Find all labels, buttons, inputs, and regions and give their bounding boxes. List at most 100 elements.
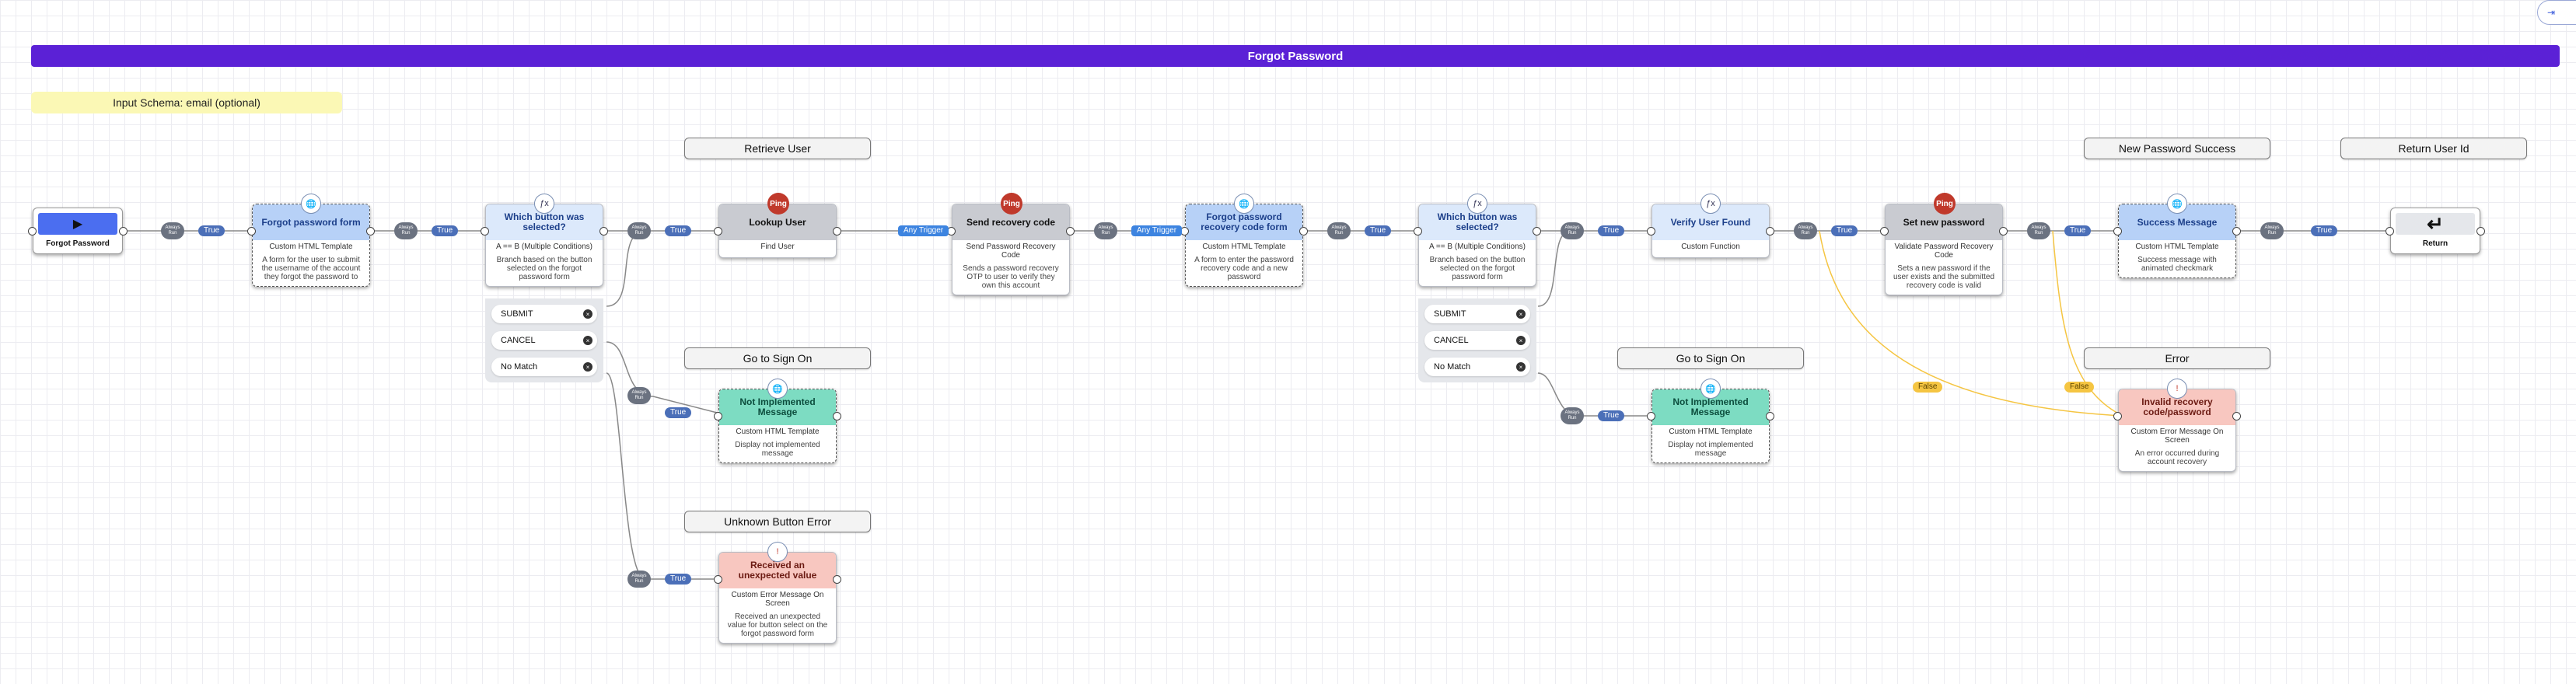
globe-icon: 🌐 <box>301 194 321 214</box>
true-chip[interactable]: True <box>1365 225 1392 236</box>
node-recovery-code-form[interactable]: Forgot password recovery code form Custo… <box>1185 204 1303 287</box>
true-chip[interactable]: True <box>665 407 692 418</box>
node-unexpected-value[interactable]: Received an unexpected value Custom Erro… <box>718 552 837 644</box>
true-chip[interactable]: True <box>198 225 225 236</box>
option-cancel[interactable]: CANCEL× <box>491 331 597 350</box>
node-description: Received an unexpected value for button … <box>727 612 828 638</box>
output-port[interactable] <box>1299 227 1308 236</box>
option-submit[interactable]: SUBMIT× <box>1424 305 1530 323</box>
group-label-new-password-success[interactable]: New Password Success <box>2084 138 2270 159</box>
output-port[interactable] <box>366 227 375 236</box>
output-port[interactable] <box>2232 227 2241 236</box>
input-port[interactable] <box>2113 412 2122 421</box>
node-success-message[interactable]: Success Message Custom HTML Template Suc… <box>2118 204 2236 278</box>
router-node[interactable]: Always Run <box>161 222 184 239</box>
branch-options-2: SUBMIT× CANCEL× No Match× <box>1418 298 1536 382</box>
router-node[interactable]: Always Run <box>1561 222 1584 239</box>
group-label-error[interactable]: Error <box>2084 347 2270 369</box>
output-port[interactable] <box>2476 227 2485 236</box>
return-node[interactable]: ↵ Return <box>2390 208 2480 254</box>
input-port[interactable] <box>28 227 37 236</box>
true-chip[interactable]: True <box>2311 225 2338 236</box>
group-label-unknown-button[interactable]: Unknown Button Error <box>684 511 871 532</box>
input-port[interactable] <box>714 575 722 584</box>
group-label-return-user-id[interactable]: Return User Id <box>2340 138 2527 159</box>
output-port[interactable] <box>833 227 841 236</box>
close-icon[interactable]: × <box>583 309 592 319</box>
close-icon[interactable]: × <box>1516 362 1526 372</box>
close-icon[interactable]: × <box>1516 309 1526 319</box>
node-not-implemented-2[interactable]: Not Implemented Message Custom HTML Temp… <box>1652 389 1770 463</box>
exit-icon: ⇥ <box>2547 7 2556 18</box>
node-which-button-2[interactable]: Which button was selected? A == B (Multi… <box>1418 204 1536 287</box>
true-chip[interactable]: True <box>665 225 692 236</box>
input-port[interactable] <box>2386 227 2394 236</box>
output-port[interactable] <box>599 227 608 236</box>
close-icon[interactable]: × <box>1516 336 1526 345</box>
router-node[interactable]: Always Run <box>2027 222 2050 239</box>
output-port[interactable] <box>1533 227 1541 236</box>
node-not-implemented-1[interactable]: Not Implemented Message Custom HTML Temp… <box>718 389 837 463</box>
input-port[interactable] <box>1647 412 1655 421</box>
input-port[interactable] <box>1647 227 1655 236</box>
close-icon[interactable]: × <box>583 336 592 345</box>
close-icon[interactable]: × <box>583 362 592 372</box>
router-node[interactable]: Always Run <box>2260 222 2284 239</box>
node-which-button-1[interactable]: Which button was selected? A == B (Multi… <box>485 204 603 287</box>
input-port[interactable] <box>714 227 722 236</box>
group-label-go-sign-on-2[interactable]: Go to Sign On <box>1617 347 1804 369</box>
node-forgot-password-form[interactable]: Forgot password form Custom HTML Templat… <box>252 204 370 287</box>
output-port[interactable] <box>833 575 841 584</box>
input-port[interactable] <box>1880 227 1889 236</box>
router-node[interactable]: Always Run <box>1561 407 1584 424</box>
option-no-match[interactable]: No Match × <box>491 358 597 376</box>
exit-button[interactable]: ⇥ <box>2537 0 2576 25</box>
start-node[interactable]: ▶ Forgot Password <box>33 208 123 254</box>
input-port[interactable] <box>2113 227 2122 236</box>
alert-icon: ! <box>2167 379 2187 399</box>
input-port[interactable] <box>481 227 489 236</box>
node-set-new-password[interactable]: Set new password Validate Password Recov… <box>1885 204 2003 295</box>
return-node-label: Return <box>2422 239 2448 248</box>
output-port[interactable] <box>1999 227 2008 236</box>
router-node[interactable]: Always Run <box>394 222 418 239</box>
output-port[interactable] <box>1066 227 1075 236</box>
group-label-retrieve-user[interactable]: Retrieve User <box>684 138 871 159</box>
router-node[interactable]: Always Run <box>627 387 651 404</box>
option-submit[interactable]: SUBMIT× <box>491 305 597 323</box>
router-node[interactable]: Always Run <box>1094 222 1117 239</box>
return-arrow-icon[interactable]: ↵ <box>2396 212 2475 236</box>
any-trigger-chip[interactable]: Any Trigger <box>1131 225 1183 236</box>
input-port[interactable] <box>1414 227 1422 236</box>
group-label-go-sign-on[interactable]: Go to Sign On <box>684 347 871 369</box>
true-chip[interactable]: True <box>1598 225 1625 236</box>
true-chip[interactable]: True <box>432 225 459 236</box>
router-node[interactable]: Always Run <box>1327 222 1351 239</box>
option-cancel[interactable]: CANCEL× <box>1424 331 1530 350</box>
true-chip[interactable]: True <box>1598 410 1625 421</box>
any-trigger-chip[interactable]: Any Trigger <box>898 225 949 236</box>
router-node[interactable]: Always Run <box>627 222 651 239</box>
output-port[interactable] <box>2232 412 2241 421</box>
output-port[interactable] <box>1766 412 1774 421</box>
input-port[interactable] <box>247 227 256 236</box>
false-chip[interactable]: False <box>2064 382 2095 393</box>
router-node[interactable]: Always Run <box>1794 222 1817 239</box>
router-node[interactable]: Always Run <box>627 571 651 588</box>
false-chip[interactable]: False <box>1913 382 1943 393</box>
output-port[interactable] <box>119 227 128 236</box>
output-port[interactable] <box>833 412 841 421</box>
node-subtitle: A == B (Multiple Conditions) <box>1429 243 1526 251</box>
input-port[interactable] <box>714 412 722 421</box>
output-port[interactable] <box>1766 227 1774 236</box>
option-no-match[interactable]: No Match× <box>1424 358 1530 376</box>
play-icon[interactable]: ▶ <box>38 213 117 235</box>
true-chip[interactable]: True <box>1831 225 1858 236</box>
group-label-text: Go to Sign On <box>743 352 813 365</box>
input-schema-note[interactable]: Input Schema: email (optional) <box>31 92 342 113</box>
true-chip[interactable]: True <box>665 574 692 585</box>
option-label: No Match <box>501 362 538 372</box>
node-invalid-recovery-code[interactable]: Invalid recovery code/password Custom Er… <box>2118 389 2236 472</box>
node-send-recovery-code[interactable]: Send recovery code Send Password Recover… <box>952 204 1070 295</box>
true-chip[interactable]: True <box>2064 225 2092 236</box>
